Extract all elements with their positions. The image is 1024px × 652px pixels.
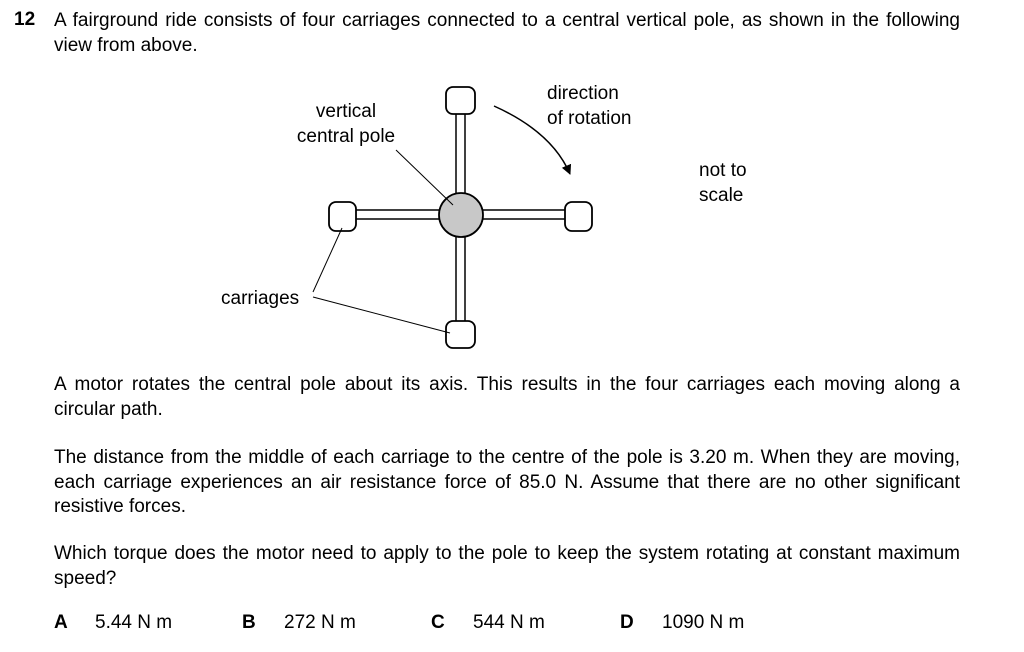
carriage-leader-line-left <box>312 227 343 293</box>
central-pole <box>438 192 484 238</box>
question-number: 12 <box>14 9 36 30</box>
carriage-leader-line-bottom <box>312 296 451 334</box>
label-carriages: carriages <box>221 288 299 309</box>
option-d-value[interactable]: 1090 N m <box>662 612 745 633</box>
arm-top <box>455 112 466 193</box>
label-pole-line1: vertical <box>316 101 376 122</box>
pole-leader-line <box>395 149 454 206</box>
paragraph-motor: A motor rotates the central pole about i… <box>54 374 960 420</box>
carriage-left <box>328 201 357 232</box>
arm-left <box>355 209 440 220</box>
option-c-value[interactable]: 544 N m <box>473 612 545 633</box>
option-a-value[interactable]: 5.44 N m <box>95 612 173 633</box>
label-direction-line1: direction <box>547 83 619 104</box>
label-scale-line2: scale <box>699 185 743 206</box>
answer-options: A 5.44 N m B 272 N m C 544 N m D 1090 N … <box>0 612 1024 638</box>
arm-right <box>483 209 566 220</box>
option-a-letter[interactable]: A <box>54 612 68 633</box>
carriage-right <box>564 201 593 232</box>
rotation-arrow <box>493 105 572 175</box>
question-prompt: Which torque does the motor need to appl… <box>54 543 960 589</box>
option-c-letter[interactable]: C <box>431 612 445 633</box>
label-pole-line2: central pole <box>297 126 395 147</box>
carriage-top <box>445 86 476 115</box>
carriage-bottom <box>445 320 476 349</box>
arm-bottom <box>455 236 466 322</box>
option-b-letter[interactable]: B <box>242 612 256 633</box>
paragraph-distance: The distance from the middle of each car… <box>54 447 960 517</box>
label-scale-line1: not to <box>699 160 747 181</box>
label-direction-line2: of rotation <box>547 108 632 129</box>
fairground-ride-diagram: vertical central pole direction of rotat… <box>221 83 747 349</box>
question-intro: A fairground ride consists of four carri… <box>54 10 960 56</box>
option-d-letter[interactable]: D <box>620 612 634 633</box>
option-b-value[interactable]: 272 N m <box>284 612 356 633</box>
